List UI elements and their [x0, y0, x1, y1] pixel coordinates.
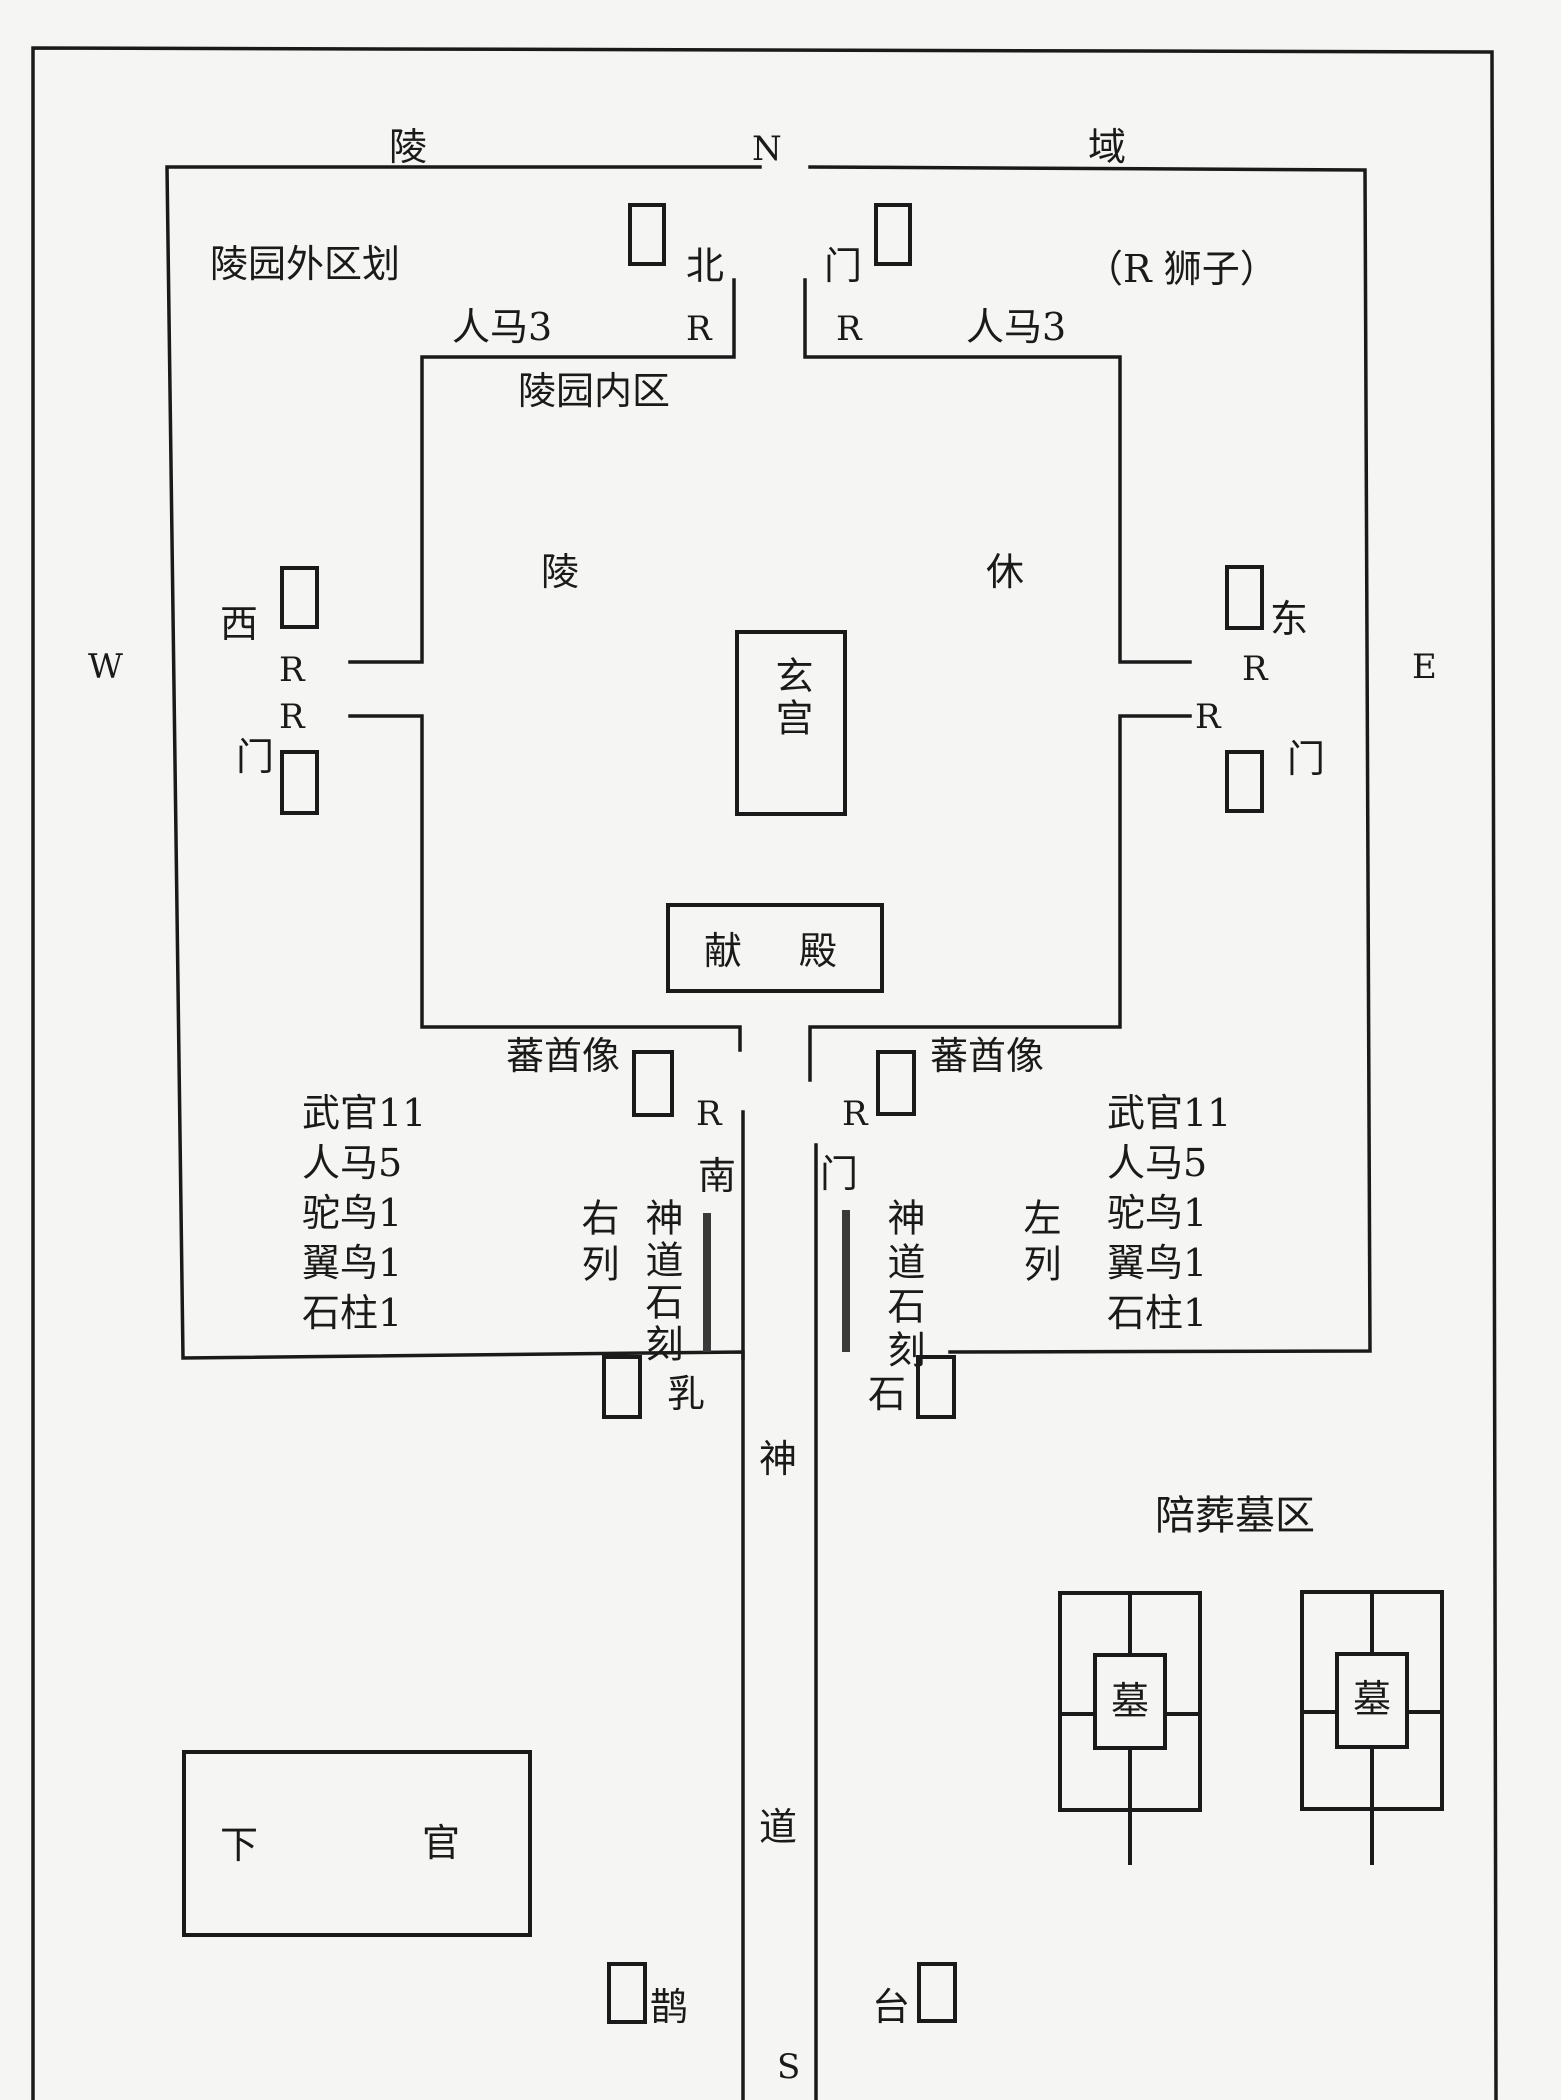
- compass-south: S: [777, 2047, 801, 2087]
- ru-tai-tower-right: [916, 1355, 956, 1419]
- ru-tai-char-2: 石: [868, 1372, 907, 1416]
- xuangong-box: 玄宫: [735, 630, 847, 816]
- south-gate-que-tower-left: [632, 1050, 674, 1117]
- east-gate-que-tower-bottom: [1225, 750, 1264, 813]
- xuangong-label: 玄宫: [769, 656, 813, 740]
- east-gate-que-tower-top: [1225, 565, 1264, 630]
- west-gate-que-tower-bottom: [280, 750, 319, 815]
- mausoleum-char-ling: 陵: [541, 550, 580, 594]
- spirit-way-char-2: 道: [759, 1805, 798, 1849]
- inner-zone-label: 陵园内区: [518, 369, 671, 413]
- lion-marker: R: [1195, 697, 1221, 737]
- xiagong-box: 下 官: [182, 1750, 532, 1937]
- lion-marker: R: [1242, 649, 1268, 689]
- satellite-tomb-1: [1093, 1653, 1167, 1750]
- outer-boundary: [31, 46, 1498, 2100]
- inner-wall-nw: [348, 278, 736, 664]
- lion-note: （R 狮子）: [1085, 247, 1278, 291]
- compass-north: N: [752, 129, 782, 169]
- inner-wall-se: [808, 714, 1192, 1082]
- outer-zone-wall-east: [808, 165, 1372, 1354]
- shendao-carvings-label-left: 神道石刻: [881, 1198, 925, 1374]
- lion-marker: R: [279, 697, 305, 737]
- inner-wall-sw: [348, 714, 742, 1052]
- lion-marker: R: [686, 309, 712, 349]
- south-gate-char-1: 南: [698, 1154, 737, 1198]
- xiandian-box: 献 殿: [666, 903, 884, 993]
- lion-marker: R: [842, 1094, 868, 1134]
- north-gate-que-tower-right: [874, 203, 912, 266]
- outer-zone-label: 陵园外区划: [210, 242, 401, 286]
- north-gate-que-tower-left: [628, 203, 666, 266]
- horse-group-north-left: 人马3: [452, 305, 553, 349]
- spirit-way-char-1: 神: [759, 1437, 798, 1481]
- mausoleum-domain-char-1: 陵: [389, 125, 428, 169]
- que-tai-tower-left: [607, 1962, 647, 2024]
- horse-group-north-right: 人马3: [966, 305, 1067, 349]
- xiandian-char-2: 殿: [799, 929, 838, 973]
- xiagong-char-1: 下: [220, 1823, 259, 1867]
- satellite-tomb-label: 墓: [1353, 1677, 1392, 1721]
- satellite-tomb-2: [1335, 1652, 1409, 1749]
- que-tai-char-1: 鹊: [650, 1985, 689, 2029]
- west-gate-que-tower-top: [280, 566, 319, 629]
- satellite-tombs-label: 陪葬墓区: [1155, 1493, 1315, 1539]
- south-gate-que-tower-right: [876, 1050, 916, 1116]
- north-gate-char-1: 北: [686, 244, 725, 288]
- ru-tai-tower-left: [602, 1355, 642, 1419]
- foreign-envoys-statues-right: 蕃酋像: [930, 1034, 1045, 1078]
- statue-list-left-column: 武官11 人马5 驼鸟1 翼鸟1 石柱1: [1107, 1091, 1232, 1335]
- compass-west: W: [88, 647, 123, 687]
- satellite-tomb-label: 墓: [1111, 1679, 1150, 1723]
- foreign-envoys-statues-left: 蕃酋像: [506, 1034, 621, 1078]
- xiandian-char-1: 献: [704, 929, 743, 973]
- west-gate-char-1: 西: [220, 602, 259, 646]
- lion-marker: R: [696, 1094, 722, 1134]
- inner-wall-ne: [803, 278, 1192, 664]
- east-gate-char-1: 东: [1270, 597, 1309, 641]
- mausoleum-char-xiu: 休: [986, 550, 1025, 594]
- shendao-carvings-label-right: 神道石刻: [639, 1198, 683, 1366]
- west-gate-char-2: 门: [236, 735, 275, 779]
- que-tai-char-2: 台: [872, 1985, 911, 2029]
- lion-marker: R: [279, 650, 305, 690]
- north-gate-char-2: 门: [824, 244, 863, 288]
- lion-marker: R: [836, 309, 862, 349]
- compass-east: E: [1412, 647, 1437, 687]
- ru-tai-char-1: 乳: [667, 1372, 706, 1416]
- right-column-label: 右列: [575, 1198, 619, 1290]
- mausoleum-domain-char-2: 域: [1088, 125, 1127, 169]
- xiagong-char-2: 官: [422, 1821, 461, 1865]
- statue-list-right-column: 武官11 人马5 驼鸟1 翼鸟1 石柱1: [302, 1091, 427, 1335]
- south-gate-char-2: 门: [820, 1152, 859, 1196]
- east-gate-char-2: 门: [1287, 737, 1326, 781]
- left-column-label: 左列: [1017, 1198, 1061, 1290]
- que-tai-tower-right: [917, 1962, 957, 2023]
